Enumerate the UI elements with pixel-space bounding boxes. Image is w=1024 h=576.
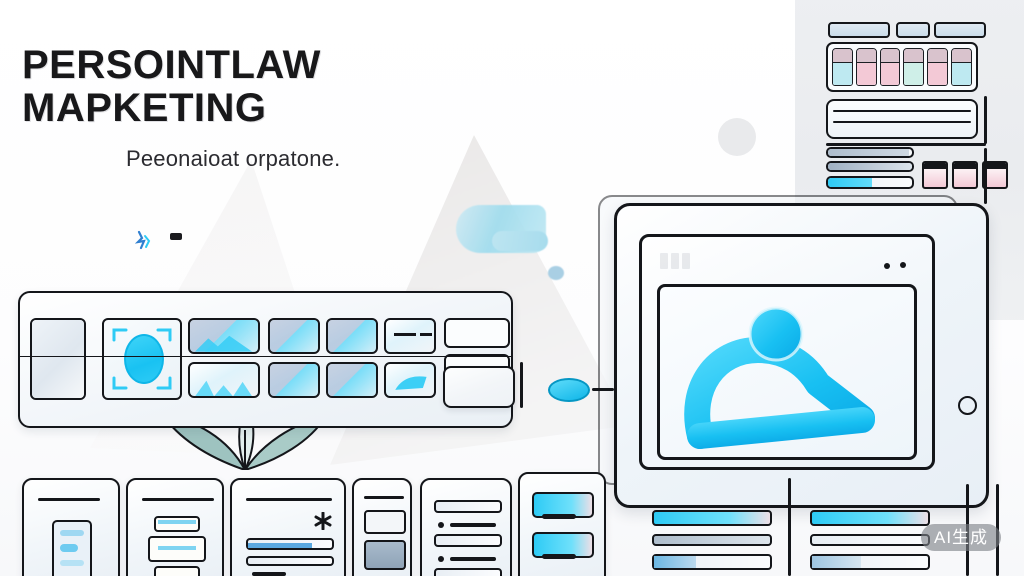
panel-preview-box[interactable] [30,318,86,400]
person-avatar-icon [684,306,875,449]
thumbnail-tile[interactable] [268,362,320,398]
progress-row[interactable] [652,534,772,546]
progress-bar-3[interactable] [826,176,914,189]
list-bullet [438,522,444,528]
panel-divider [18,356,513,357]
cyan-cloud-tail [492,231,548,251]
widget-tab-2[interactable] [896,22,930,38]
card-settings[interactable] [230,478,346,576]
horizontal-rule [826,143,986,146]
headline-line-2: MAPKETING [22,86,267,131]
cyan-ellipse-toggle[interactable] [548,378,590,402]
thumbnail-tile[interactable] [268,318,320,354]
widget-tab-1[interactable] [828,22,890,38]
card-header-rule [246,498,332,501]
slider-row[interactable] [246,538,334,550]
color-cell[interactable] [879,48,901,86]
status-dot-1 [884,263,890,269]
toggle-rule [592,388,614,391]
color-cell-grid [826,42,978,92]
widget-list-panel [826,99,978,139]
card-document-left[interactable] [22,478,120,576]
thumbnail-tile[interactable] [384,362,436,398]
vertical-rule [984,96,987,144]
thumbnail-tile[interactable] [384,318,436,354]
vertical-rule [984,148,987,204]
avatar-oval [124,334,164,384]
list-row[interactable] [434,568,502,576]
media-tile[interactable] [532,532,594,558]
card-media[interactable] [518,472,606,576]
widget-tab-3[interactable] [934,22,986,38]
thumbnail-tile[interactable] [188,318,260,354]
card-thumbnail-stack[interactable] [352,478,412,576]
card-header-rule [38,498,100,501]
mini-dash-mark [170,233,182,240]
progress-row[interactable] [810,554,930,570]
form-mock-row [154,566,200,576]
ai-watermark-badge: AI生成 [921,524,1002,551]
headline-block: PERSOINTLAW MAPKETING [22,43,442,131]
list-bullet [438,556,444,562]
progress-row[interactable] [810,510,930,526]
card-document-right[interactable] [126,478,224,576]
color-cell[interactable] [951,48,972,86]
list-rule [833,110,971,113]
form-mock-row [154,516,200,532]
headline-line-1: PERSOINTLAW [22,43,321,87]
color-cell[interactable] [855,48,877,86]
side-list-row[interactable] [444,318,510,348]
progress-bar-1[interactable] [826,147,914,158]
list-rule [833,121,971,124]
thumbnail-tile[interactable] [188,362,260,398]
progress-row[interactable] [810,534,930,546]
thumbnail-mock [364,540,406,570]
list-row[interactable] [434,534,502,547]
toggle-panel [443,366,515,408]
home-button[interactable] [958,396,977,415]
thumbnail-tile[interactable] [326,362,378,398]
card-list[interactable] [420,478,512,576]
card-header-rule [364,496,404,499]
card-rows-right [796,500,972,576]
color-cell[interactable] [927,48,949,86]
progress-row[interactable] [652,510,772,526]
dashboard-panel [18,291,513,428]
subtitle-text: Peeonaioat orpatone. [126,146,341,171]
thumbnail-tile[interactable] [326,318,378,354]
slider-row[interactable] [246,556,334,566]
color-swatch-2[interactable] [952,161,978,189]
asterisk-icon [314,512,332,530]
list-row[interactable] [434,500,502,513]
card-rows-left [630,500,790,576]
color-cell[interactable] [832,48,853,86]
gray-circle-dot [718,118,756,156]
avatar-bracket-icon [112,328,172,390]
progress-row[interactable] [652,554,772,570]
blue-scribble-mark-icon [135,230,151,250]
thumbnail-mock [364,510,406,534]
section-divider [788,478,791,576]
card-header-rule [142,498,214,501]
cyan-small-dot [548,266,564,280]
progress-bar-2[interactable] [826,161,914,172]
screen-placeholder-text [660,253,690,269]
color-swatch-1[interactable] [922,161,948,189]
panel-vertical-rule [520,362,523,408]
status-dot-2 [900,262,906,268]
color-cell[interactable] [903,48,925,86]
